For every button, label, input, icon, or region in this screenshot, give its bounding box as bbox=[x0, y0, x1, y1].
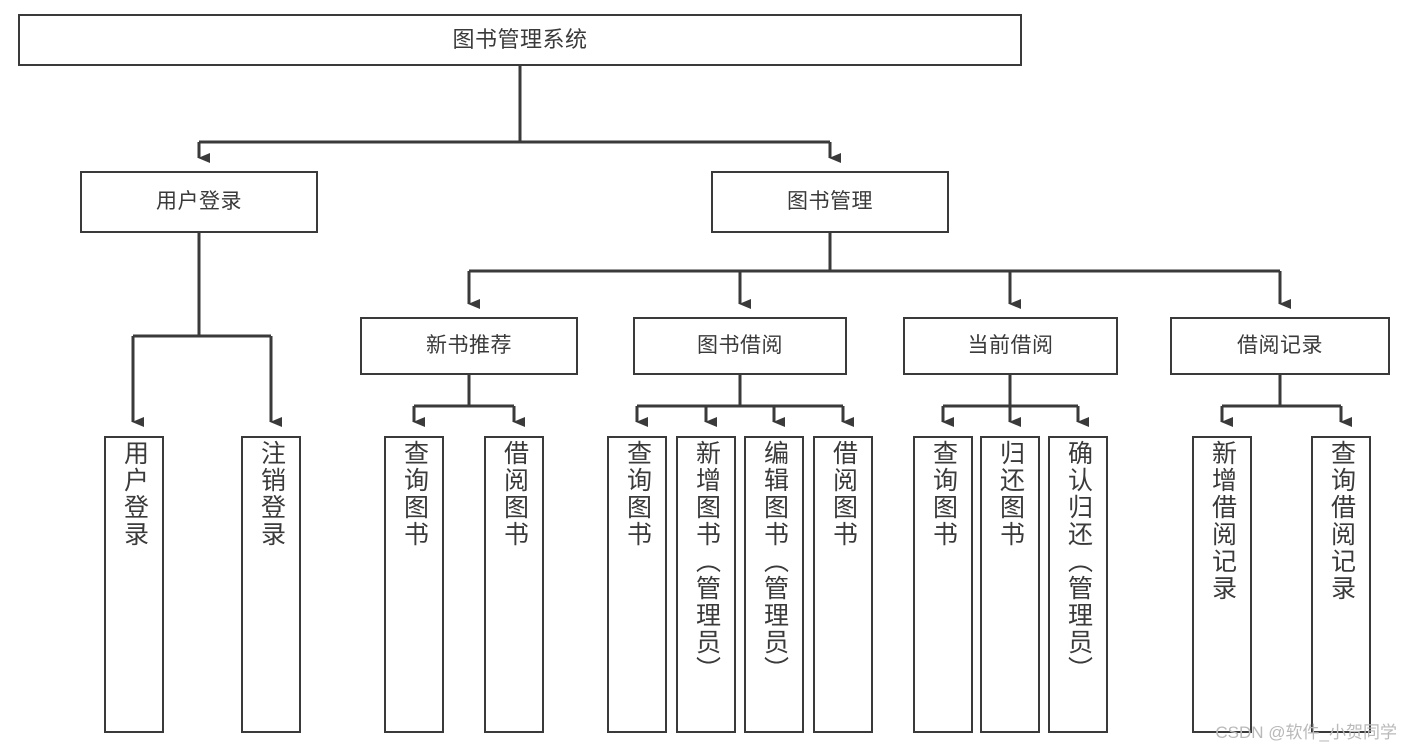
node-label: 借阅记录 bbox=[1237, 334, 1323, 358]
node-label: 新增借阅记录 bbox=[1208, 440, 1237, 602]
leaf-borrow-book-1[interactable]: 借阅图书 bbox=[484, 436, 544, 733]
leaf-query-book-2[interactable]: 查询图书 bbox=[607, 436, 667, 733]
node-label: 图书管理系统 bbox=[452, 26, 588, 52]
node-label: 新书推荐 bbox=[426, 334, 512, 358]
leaf-query-book-1[interactable]: 查询图书 bbox=[384, 436, 444, 733]
leaf-return-book[interactable]: 归还图书 bbox=[980, 436, 1040, 733]
node-current-borrow[interactable]: 当前借阅 bbox=[903, 317, 1118, 375]
node-label: 当前借阅 bbox=[967, 334, 1054, 358]
node-new-book-recommend[interactable]: 新书推荐 bbox=[360, 317, 578, 375]
leaf-user-login[interactable]: 用户登录 bbox=[104, 436, 164, 733]
node-book-management[interactable]: 图书管理 bbox=[711, 171, 949, 233]
node-label: 查询图书 bbox=[400, 440, 429, 548]
node-book-borrow[interactable]: 图书借阅 bbox=[633, 317, 847, 375]
node-label: 确认归还（管理员） bbox=[1064, 440, 1093, 683]
leaf-add-book[interactable]: 新增图书（管理员） bbox=[676, 436, 736, 733]
node-label: 归还图书 bbox=[996, 440, 1025, 548]
node-label: 借阅图书 bbox=[500, 440, 529, 548]
node-user-login[interactable]: 用户登录 bbox=[80, 171, 318, 233]
node-label: 查询借阅记录 bbox=[1327, 440, 1356, 602]
leaf-borrow-book-2[interactable]: 借阅图书 bbox=[813, 436, 873, 733]
node-label: 图书借阅 bbox=[697, 334, 783, 358]
node-label: 查询图书 bbox=[623, 440, 652, 548]
node-label: 图书管理 bbox=[787, 190, 873, 214]
leaf-logout-login[interactable]: 注销登录 bbox=[241, 436, 301, 733]
node-label: 用户登录 bbox=[120, 440, 149, 548]
leaf-query-record[interactable]: 查询借阅记录 bbox=[1311, 436, 1371, 733]
node-label: 用户登录 bbox=[156, 190, 242, 214]
node-label: 新增图书（管理员） bbox=[692, 440, 721, 683]
node-label: 查询图书 bbox=[929, 440, 958, 548]
node-label: 借阅图书 bbox=[829, 440, 858, 548]
node-label: 编辑图书（管理员） bbox=[760, 440, 789, 683]
node-label: 注销登录 bbox=[257, 440, 286, 548]
leaf-query-book-3[interactable]: 查询图书 bbox=[913, 436, 973, 733]
csdn-watermark: CSDN @软件_小贺同学 bbox=[1215, 723, 1397, 742]
leaf-edit-book[interactable]: 编辑图书（管理员） bbox=[744, 436, 804, 733]
leaf-add-record[interactable]: 新增借阅记录 bbox=[1192, 436, 1252, 733]
node-borrow-record[interactable]: 借阅记录 bbox=[1170, 317, 1390, 375]
node-root-system[interactable]: 图书管理系统 bbox=[18, 14, 1022, 66]
leaf-confirm-return[interactable]: 确认归还（管理员） bbox=[1048, 436, 1108, 733]
